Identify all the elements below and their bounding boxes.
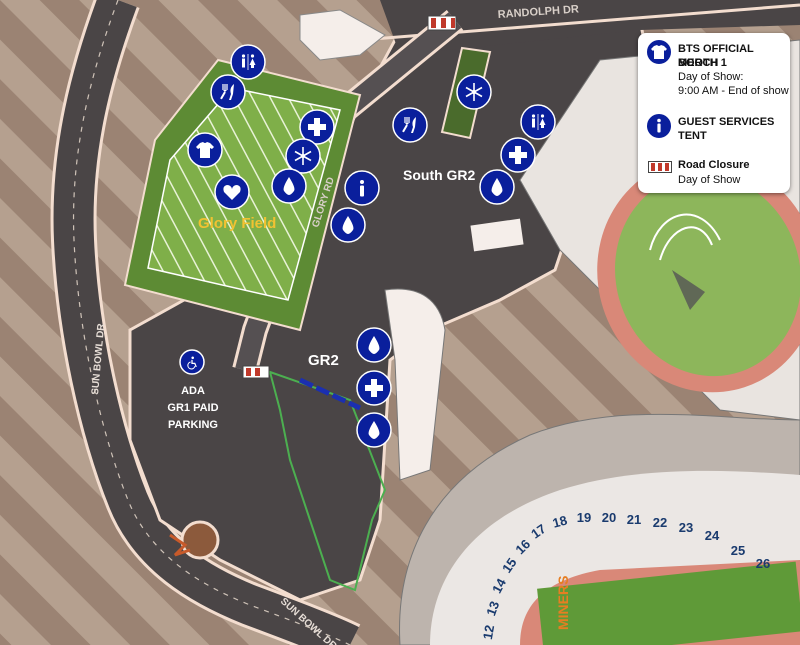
stadium-section-number: 18 (551, 513, 569, 531)
water-icon[interactable] (330, 207, 366, 243)
stadium-section-number: 25 (731, 543, 745, 558)
first-aid-icon[interactable] (356, 370, 392, 406)
tshirt-icon (646, 39, 672, 65)
stadium-section-number: 15 (499, 555, 520, 575)
water-icon[interactable] (356, 412, 392, 448)
gr2-label: GR2 (308, 352, 339, 369)
stadium-section-number: 24 (705, 528, 720, 543)
south-gr2-label: South GR2 (403, 167, 476, 183)
legend-merch-title-1: BTS OFFICIAL MERCH (678, 43, 754, 69)
tshirt-icon[interactable] (187, 132, 223, 168)
stadium-section-number: 26 (756, 556, 770, 571)
legend-road-closure-detail: Day of Show (678, 174, 741, 186)
stadium-endzone-text: MINERS (555, 576, 571, 630)
map-legend: BTS OFFICIAL MERCH BOOTH 1 Day of Show: … (638, 33, 790, 193)
stadium-section-number: 23 (679, 520, 693, 535)
stadium-section-number: 19 (577, 510, 591, 525)
heart-icon[interactable] (214, 174, 250, 210)
stadium-section-number: 20 (602, 510, 616, 525)
road-closure-barrier (242, 365, 270, 379)
ada-parking-label-3: PARKING (168, 419, 218, 431)
food-icon[interactable] (210, 74, 246, 110)
road-closure-icon (648, 161, 672, 173)
food-icon[interactable] (392, 107, 428, 143)
stadium-section-number: 22 (653, 515, 667, 530)
first-aid-icon[interactable] (299, 109, 335, 145)
randolph-dr-label: RANDOLPH DR (497, 3, 579, 21)
building-north (299, 9, 386, 61)
roundabout (180, 520, 220, 560)
legend-guest-services-title-1: GUEST SERVICES (678, 116, 775, 128)
ada-parking-label-2: GR1 PAID (167, 402, 218, 414)
stadium-field (614, 173, 800, 377)
info-icon (646, 113, 672, 139)
legend-guest-services-title-2: TENT (678, 130, 707, 142)
water-icon[interactable] (479, 169, 515, 205)
info-icon[interactable] (344, 170, 380, 206)
cooling-icon[interactable] (285, 138, 321, 174)
stadium-section-number: 17 (528, 521, 548, 542)
first-aid-icon[interactable] (500, 137, 536, 173)
water-icon[interactable] (356, 327, 392, 363)
stadium-section-number: 12 (480, 624, 497, 641)
stadium-section-number: 13 (483, 599, 502, 618)
legend-merch-title-2: BOOTH 1 (678, 57, 727, 69)
legend-road-closure-title: Road Closure (678, 159, 750, 171)
restroom-icon[interactable] (520, 104, 556, 140)
road-closure-barrier (427, 15, 457, 31)
sculpture-icon (169, 533, 191, 557)
legend-merch-detail-1: Day of Show: (678, 71, 744, 83)
ada-parking-label-1: ADA (181, 385, 205, 397)
cooling-icon[interactable] (456, 74, 492, 110)
accessible-icon[interactable] (179, 349, 205, 375)
restroom-icon[interactable] (230, 44, 266, 80)
tent-pad (470, 218, 524, 252)
legend-merch-detail-2: 9:00 AM - End of show (678, 85, 789, 97)
south-stadium-field (537, 561, 800, 645)
glory-field-label: Glory Field (198, 215, 276, 232)
concourse-wall (384, 288, 446, 481)
stadium-section-number: 21 (627, 512, 641, 527)
water-icon[interactable] (271, 168, 307, 204)
